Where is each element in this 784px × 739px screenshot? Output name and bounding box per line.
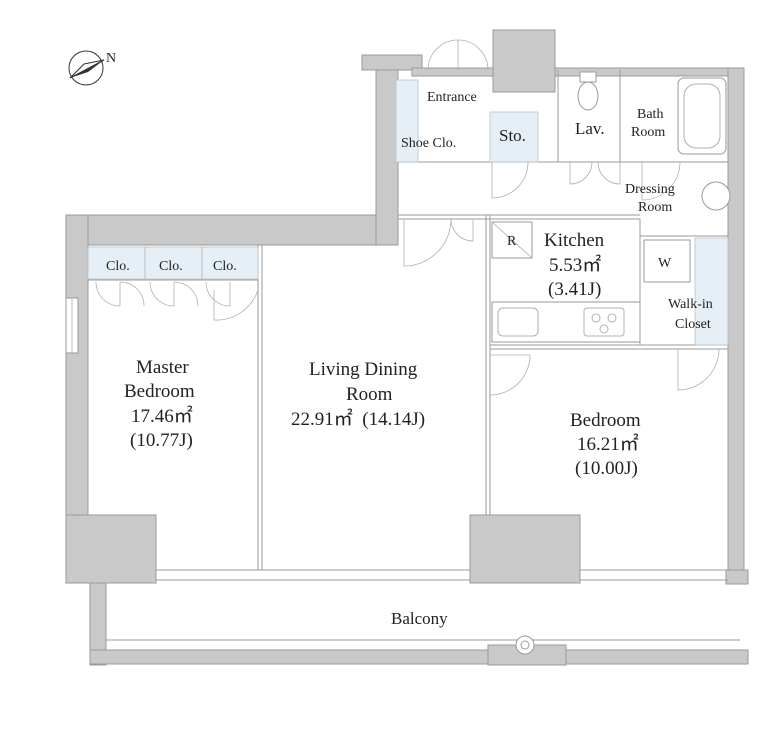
outer-walls — [65, 29, 749, 666]
balcony-label: Balcony — [391, 609, 448, 628]
ldr-label-2: Room — [346, 384, 393, 405]
storage — [489, 111, 539, 163]
bathtub — [677, 77, 727, 155]
storage-label: Sto. — [499, 126, 526, 145]
walkin-closet-rack — [694, 237, 729, 346]
interior-walls — [88, 70, 728, 570]
bath-label-1: Bath — [637, 107, 663, 122]
closet-label-b: Clo. — [159, 259, 183, 274]
closet-label-a: Clo. — [106, 259, 130, 274]
master-label-1: Master — [136, 357, 189, 378]
kitchen-counter — [491, 301, 641, 343]
north-arrow-icon — [68, 50, 105, 86]
doors — [95, 39, 720, 396]
room-labels: Entrance Shoe Clo. Sto. Lav. Bath Room D… — [106, 90, 713, 628]
lavatory-label: Lav. — [575, 119, 605, 138]
kitchen-label: Kitchen — [544, 230, 605, 251]
dressing-label-2: Room — [638, 200, 672, 215]
shoe-closet-label: Shoe Clo. — [401, 136, 456, 151]
shoe-closet-shelf — [395, 79, 419, 163]
ldr-label-1: Living Dining — [309, 359, 418, 380]
washer-space — [643, 239, 691, 283]
master-area: 17.46㎡ — [131, 404, 193, 427]
bedroom-area: 16.21㎡ — [577, 432, 639, 455]
closet-label-c: Clo. — [213, 259, 237, 274]
ldr-area: 22.91㎡ (14.14J) — [291, 407, 425, 430]
refrigerator-label: R — [507, 234, 517, 249]
walkin-label-1: Walk-in — [668, 297, 713, 312]
master-label-2: Bedroom — [124, 381, 195, 402]
kitchen-jo: (3.41J) — [548, 279, 601, 300]
toilet — [577, 81, 599, 111]
washbasin — [701, 181, 731, 211]
master-closets — [87, 246, 259, 280]
washer-label: W — [658, 256, 672, 271]
bedroom-label: Bedroom — [570, 410, 641, 431]
walkin-label-2: Closet — [675, 317, 711, 332]
master-jo: (10.77J) — [130, 430, 193, 451]
kitchen-area: 5.53㎡ — [549, 253, 601, 276]
bedroom-jo: (10.00J) — [575, 458, 638, 479]
entrance-label: Entrance — [427, 90, 477, 105]
bath-label-2: Room — [631, 125, 665, 140]
dressing-label-1: Dressing — [625, 182, 675, 197]
compass-label: N — [106, 51, 116, 66]
